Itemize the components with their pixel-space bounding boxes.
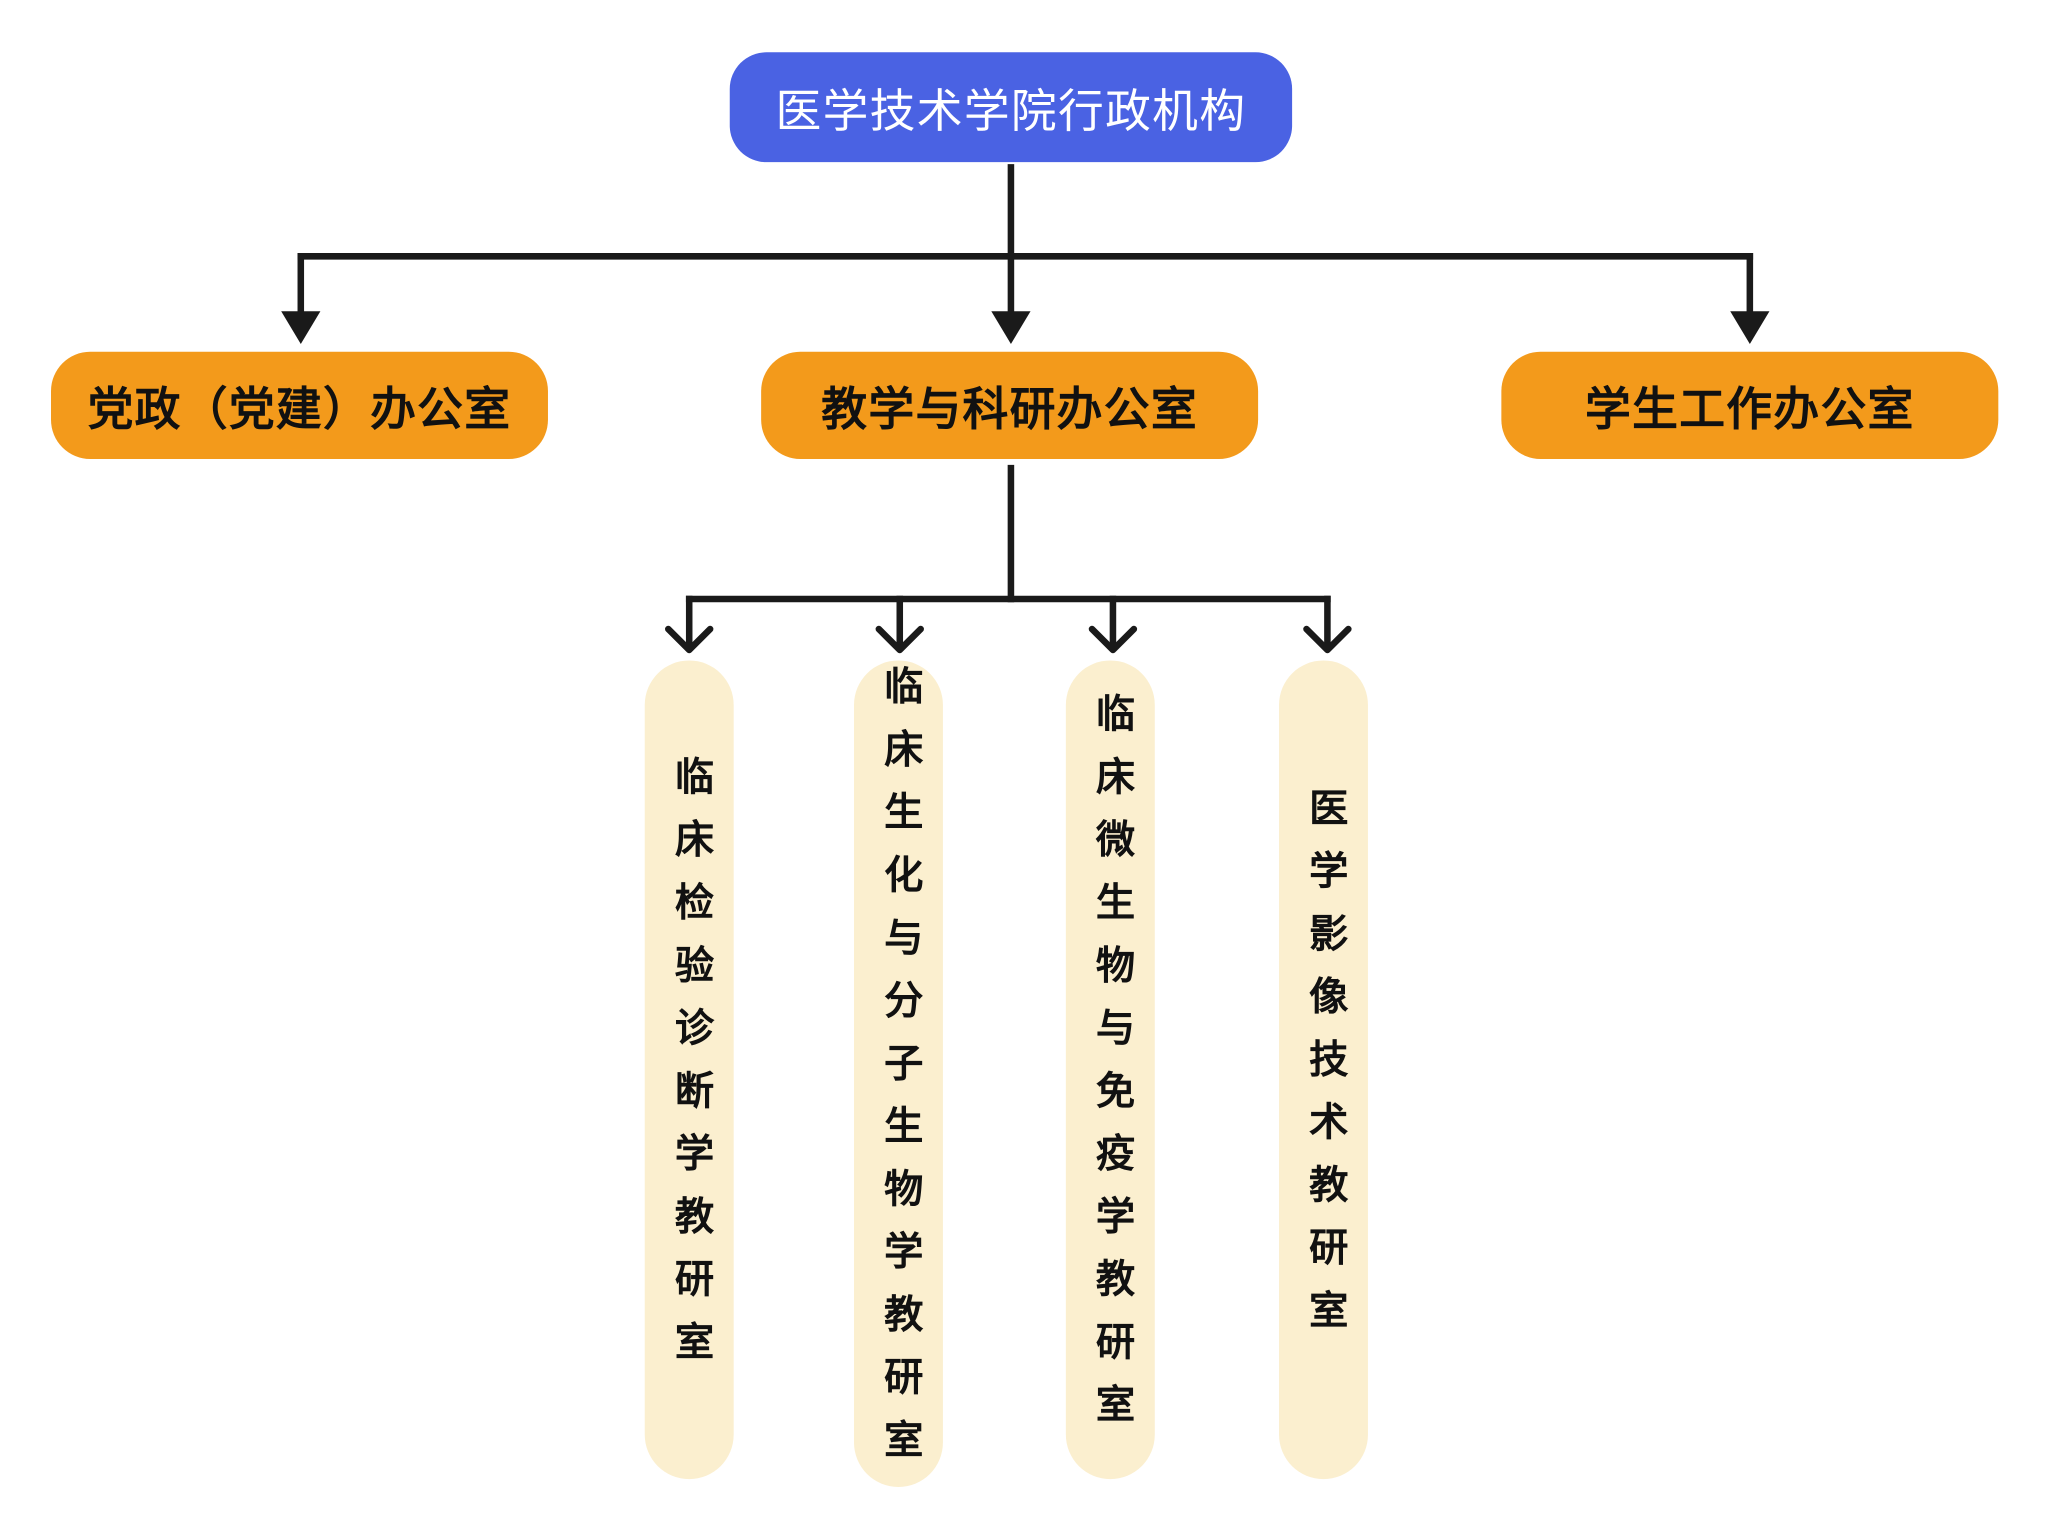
arrowhead-teach [991, 311, 1031, 344]
lab-node-clinical-microbiology-immunology: 临床微生物与免疫学教研室 [1065, 660, 1155, 1480]
lab-label-clinical-lab-diagnostics: 临床检验诊断学教研室 [666, 755, 713, 1384]
lab-node-medical-imaging: 医学影像技术教研室 [1279, 660, 1368, 1480]
arrowhead-student [1730, 311, 1770, 344]
office-label-party: 党政（党建）办公室 [87, 383, 512, 437]
root-label: 医学技术学院行政机构 [775, 85, 1247, 138]
office-node-teaching-research: 教学与科研办公室 [761, 351, 1259, 460]
arrowhead-lab-2 [875, 625, 924, 654]
arrowhead-lab-3 [1088, 625, 1138, 654]
office-node-student-affairs: 学生工作办公室 [1501, 351, 1999, 460]
arrowhead-party [281, 311, 321, 344]
office-label-student-affairs: 学生工作办公室 [1585, 383, 1915, 437]
lab-node-clinical-biochem-molecular: 临床生化与分子生物学教研室 [853, 660, 943, 1487]
lab-label-medical-imaging: 医学影像技术教研室 [1301, 787, 1348, 1353]
arrowhead-lab-4 [1303, 625, 1352, 654]
root-node: 医学技术学院行政机构 [729, 52, 1293, 163]
office-node-party: 党政（党建）办公室 [51, 351, 548, 460]
lab-node-clinical-lab-diagnostics: 临床检验诊断学教研室 [644, 660, 734, 1480]
lab-label-clinical-microbiology-immunology: 临床微生物与免疫学教研室 [1088, 693, 1134, 1447]
arrowhead-lab-1 [665, 625, 714, 654]
lab-label-clinical-biochem-molecular: 临床生化与分子生物学教研室 [876, 665, 922, 1482]
office-label-teaching-research: 教学与科研办公室 [821, 383, 1198, 437]
